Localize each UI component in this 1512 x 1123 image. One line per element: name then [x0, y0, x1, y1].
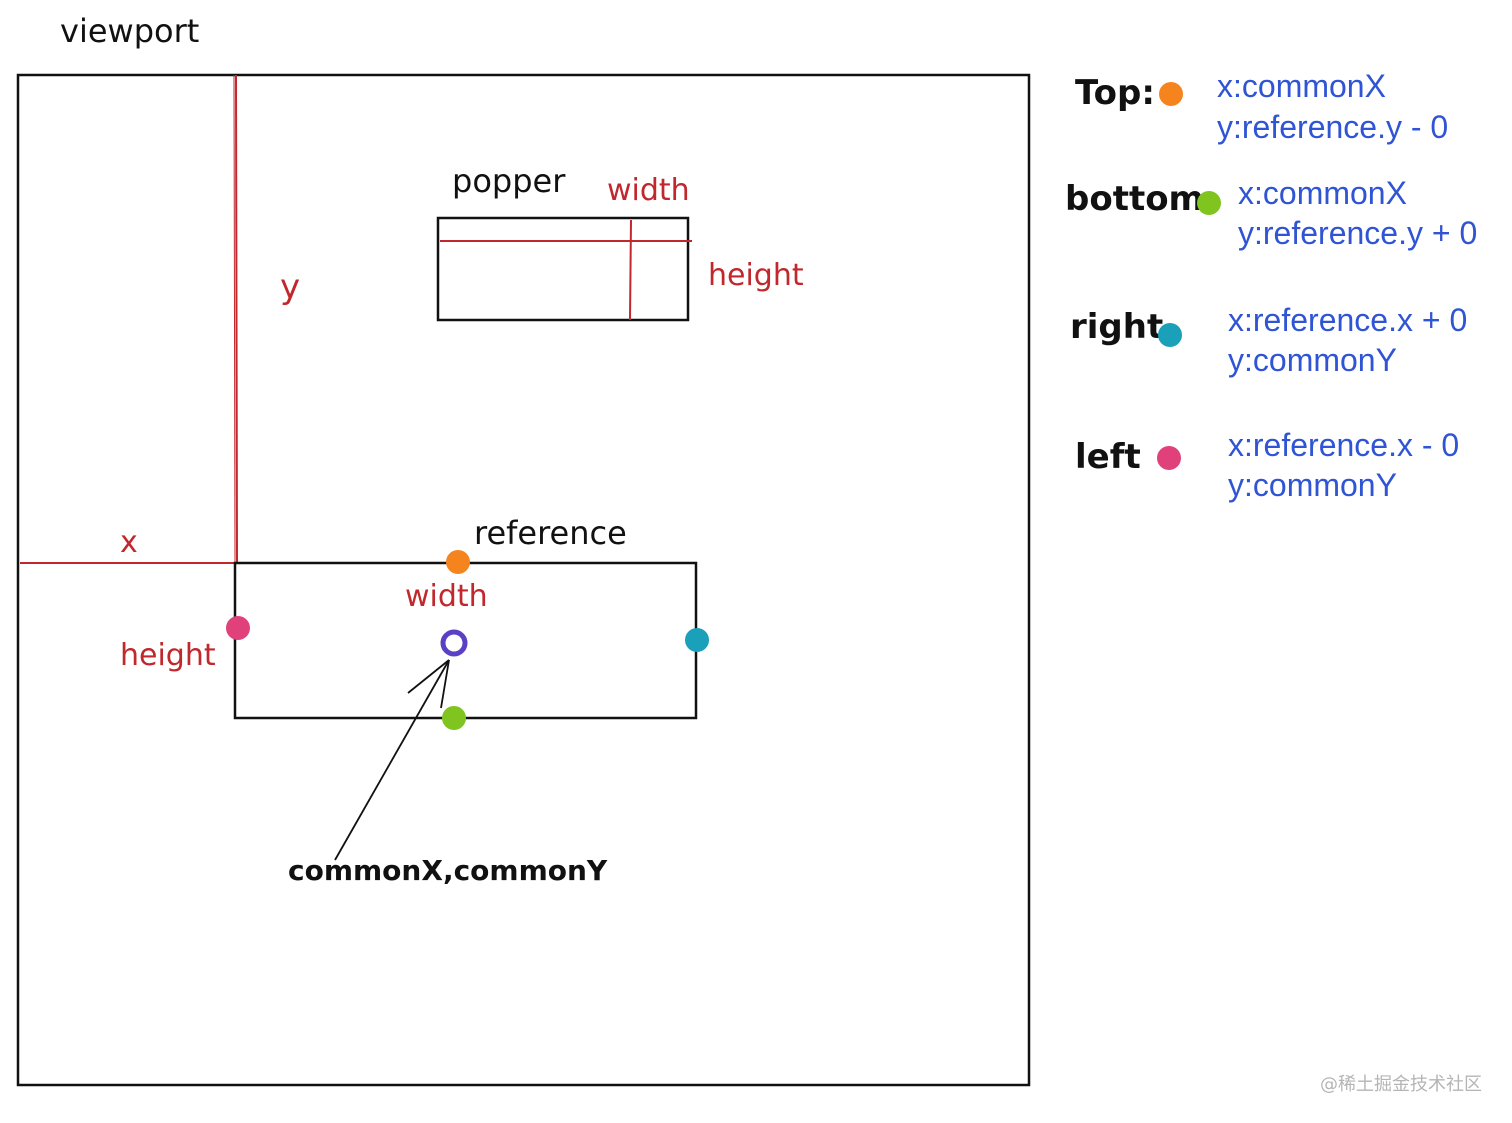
legend-bottom-label: bottom [1065, 179, 1204, 219]
popper-height-line [629, 219, 632, 321]
legend-left: left x:reference.x - 0 y:commonY [1075, 427, 1459, 503]
reference-width-label: width [405, 579, 488, 614]
legend-top-dot [1159, 82, 1183, 106]
legend-bottom: bottom x:commonX y:reference.y + 0 [1065, 175, 1477, 251]
legend-bottom-line2: y:reference.y + 0 [1238, 215, 1477, 251]
right-placement-dot [685, 628, 709, 652]
legend-right-line1: x:reference.x + 0 [1228, 302, 1467, 338]
legend-right-dot [1158, 323, 1182, 347]
center-common-point-ring [440, 629, 468, 657]
watermark: @稀土掘金技术社区 [1320, 1074, 1482, 1095]
common-point-arrow-head-a [407, 659, 450, 694]
x-axis-label: x [120, 525, 138, 560]
legend-left-dot [1157, 446, 1181, 470]
legend-top-line1: x:commonX [1217, 68, 1386, 104]
legend-top-line2: y:reference.y - 0 [1217, 109, 1448, 145]
legend-bottom-dot [1197, 191, 1221, 215]
legend-left-line2: y:commonY [1228, 467, 1397, 503]
legend-top-label: Top: [1075, 73, 1155, 113]
reference-label: reference [474, 514, 627, 552]
viewport-label: viewport [60, 12, 199, 50]
y-dimension-line-sketch [233, 74, 236, 564]
top-placement-dot [446, 550, 470, 574]
legend-right: right x:reference.x + 0 y:commonY [1070, 302, 1467, 378]
popper-height-label: height [708, 258, 804, 293]
legend-left-label: left [1075, 437, 1141, 477]
legend-left-line1: x:reference.x - 0 [1228, 427, 1459, 463]
reference-height-label: height [120, 638, 216, 673]
common-point-label: commonX,commonY [288, 854, 608, 887]
popper-box [436, 216, 690, 322]
popper-label: popper [452, 162, 566, 200]
common-point-arrow-shaft [334, 659, 450, 861]
legend-right-line2: y:commonY [1228, 342, 1397, 378]
bottom-placement-dot [442, 706, 466, 730]
common-point-arrow-head-b [440, 659, 450, 709]
viewport-frame [16, 73, 1031, 1087]
popper-width-label: width [607, 173, 690, 208]
legend-top: Top: x:commonX y:reference.y - 0 [1075, 68, 1448, 145]
legend-right-label: right [1070, 307, 1163, 347]
legend: Top: x:commonX y:reference.y - 0 bottom … [1065, 68, 1477, 503]
y-dimension-line [235, 74, 238, 564]
legend-bottom-line1: x:commonX [1238, 175, 1407, 211]
y-axis-label: y [280, 267, 300, 307]
left-placement-dot [226, 616, 250, 640]
